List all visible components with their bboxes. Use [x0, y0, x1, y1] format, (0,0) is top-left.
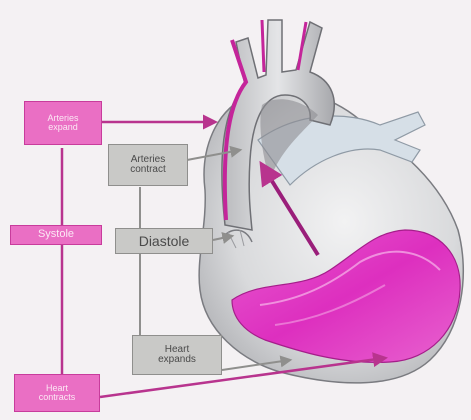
label-systole: Systole [10, 225, 102, 245]
label-arteries-contract: Arteries contract [108, 144, 188, 186]
label-arteries-expand: Arteries expand [24, 101, 102, 145]
label-heart-expands: Heart expands [132, 335, 222, 375]
label-diastole: Diastole [115, 228, 213, 254]
label-heart-contracts: Heart contracts [14, 374, 100, 412]
